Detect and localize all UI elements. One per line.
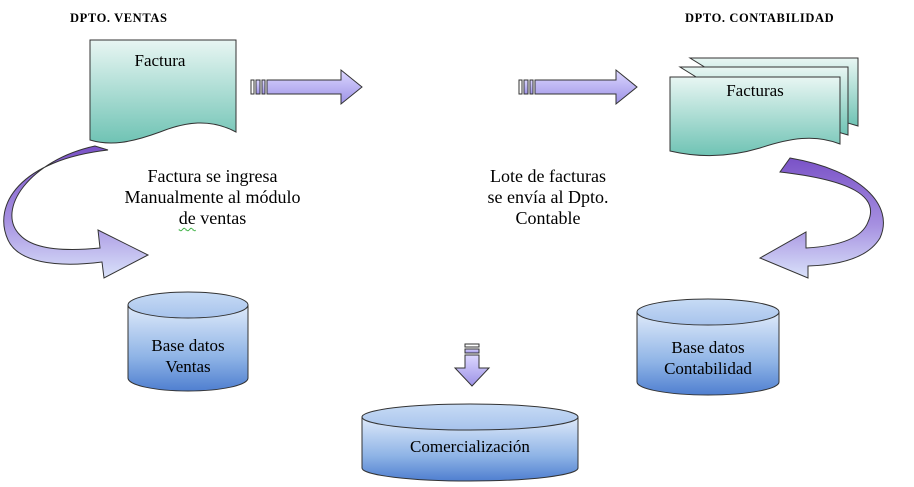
invoices-label: Facturas	[726, 81, 784, 100]
invoice-label: Factura	[134, 51, 186, 70]
sales-step-caption: Factura se ingresa Manualmente al módulo…	[80, 166, 345, 229]
commercial-database-label: Comercialización	[410, 437, 530, 456]
accounting-database-line-2: Contabilidad	[664, 359, 752, 378]
sales-database-cylinder	[127, 291, 249, 392]
curved-arrow-left	[3, 145, 150, 279]
commercial-database-cylinder	[361, 403, 579, 482]
accounting-step-caption: Lote de facturas se envía al Dpto. Conta…	[448, 166, 648, 229]
sales-database-line-1: Base datos	[151, 336, 225, 355]
sales-step-line-2: Manualmente al módulo	[124, 187, 301, 207]
accounting-department-title: DPTO. CONTABILIDAD	[685, 11, 835, 25]
sales-database-line-2: Ventas	[165, 357, 211, 376]
send-arrow-left	[250, 68, 363, 106]
spellcheck-underlined-word: de	[178, 208, 196, 228]
sales-step-line-1: Factura se ingresa	[147, 166, 278, 186]
accounting-step-line-2: se envía al Dpto.	[487, 187, 609, 207]
sales-step-line-3: de ventas	[178, 208, 247, 228]
invoices-stack-document	[669, 57, 859, 157]
invoice-document	[89, 39, 237, 144]
sales-database-label: Base datos Ventas	[128, 335, 248, 377]
sales-department-title: DPTO. VENTAS	[70, 11, 168, 25]
accounting-database-line-1: Base datos	[671, 338, 745, 357]
accounting-step-line-3: Contable	[515, 208, 581, 228]
accounting-database-label: Base datos Contabilidad	[637, 337, 779, 379]
accounting-database-cylinder	[636, 298, 780, 396]
accounting-step-line-1: Lote de facturas	[490, 166, 606, 186]
curved-arrow-right	[758, 157, 884, 279]
send-arrow-right	[518, 68, 638, 106]
down-arrow	[453, 343, 491, 387]
